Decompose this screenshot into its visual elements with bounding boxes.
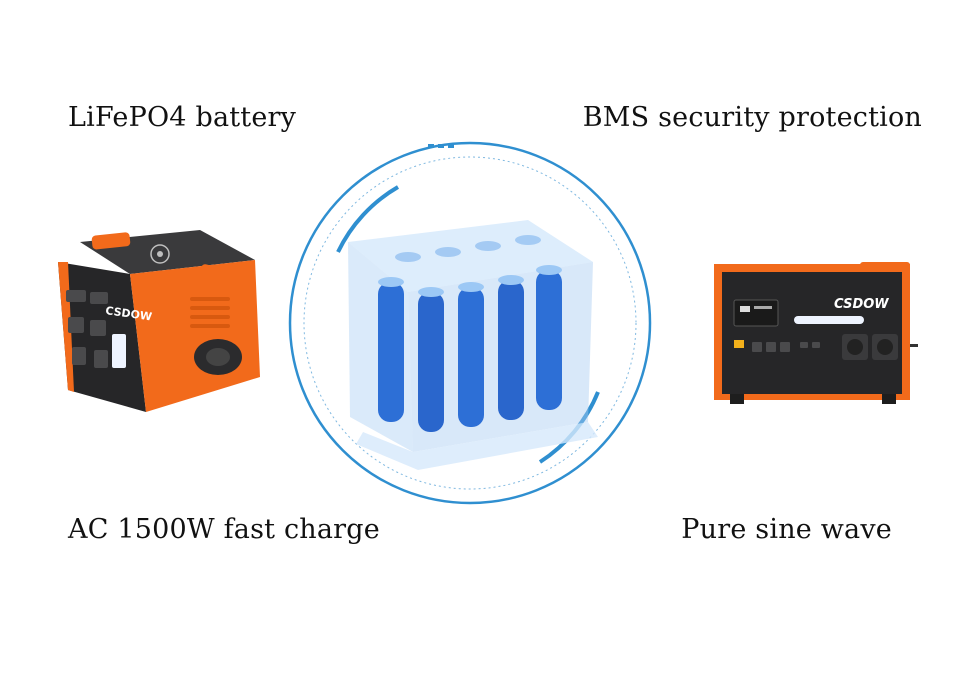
power-station-left-image: CSDOW bbox=[58, 230, 260, 412]
feature-label-ac-charge: AC 1500W fast charge bbox=[68, 514, 380, 545]
brand-logo-left: CSDOW bbox=[105, 304, 153, 323]
power-station-right-image: CSDOW bbox=[714, 262, 918, 404]
battery-pack-ring-image bbox=[288, 141, 652, 505]
wireless-charging-icon bbox=[150, 244, 170, 264]
battery-cells bbox=[348, 220, 598, 470]
brand-logo-right: CSDOW bbox=[834, 297, 889, 312]
feature-label-sine-wave: Pure sine wave bbox=[681, 514, 892, 545]
lcd-screen-icon bbox=[733, 299, 779, 327]
feature-label-bms: BMS security protection bbox=[582, 102, 922, 133]
usb-port-icon bbox=[752, 342, 820, 352]
ac-outlet-icon bbox=[842, 334, 898, 360]
feature-label-lifepo4: LiFePO4 battery bbox=[68, 102, 297, 133]
